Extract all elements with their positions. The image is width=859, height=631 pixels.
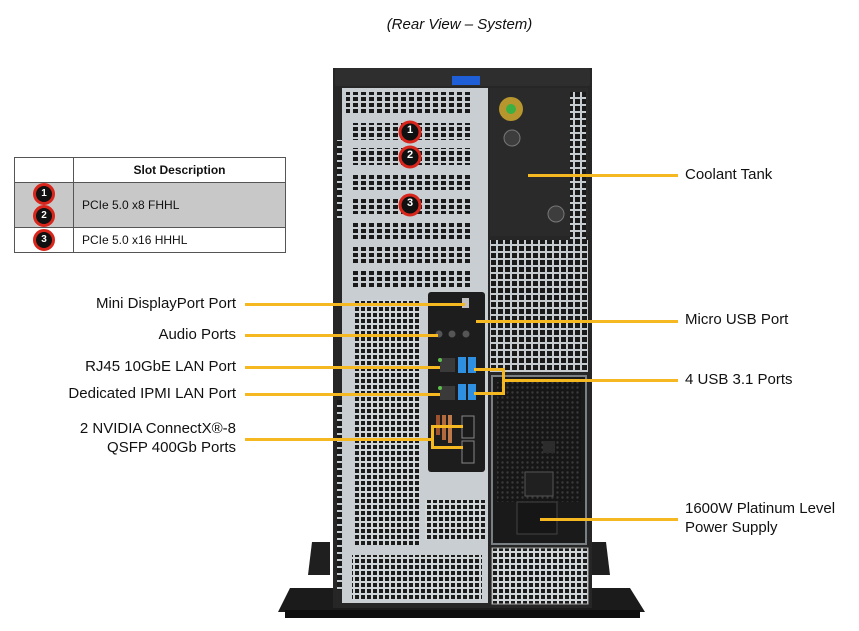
slot-description: PCIe 5.0 x16 HHHL [73, 227, 286, 253]
slot-badge-3: 3 [33, 229, 55, 251]
label-ipmi-lan: Dedicated IPMI LAN Port [68, 385, 236, 402]
leader-usb-bottom [474, 392, 504, 395]
leader-coolant-tank [528, 174, 678, 177]
label-mini-displayport: Mini DisplayPort Port [95, 295, 236, 312]
side-vent [355, 300, 420, 545]
label-coolant-tank: Coolant Tank [685, 166, 773, 183]
label-psu-line1: 1600W Platinum Level [685, 500, 836, 517]
leader-usb-top [474, 368, 504, 371]
diagram-title: (Rear View – System) [386, 16, 533, 33]
slot-marker-2 [398, 145, 422, 169]
rj45-port-icon [440, 358, 455, 372]
leader-rj45-lan [245, 366, 440, 369]
usb-port-icon [458, 357, 466, 373]
leader-mini-displayport [245, 303, 465, 306]
label-micro-usb: Micro USB Port [685, 311, 789, 328]
slot-badge-2: 2 [33, 205, 55, 227]
slot-badge-1: 1 [33, 183, 55, 205]
slot-marker-1 [398, 120, 422, 144]
leader-power-supply [540, 518, 678, 521]
label-usb-ports: 4 USB 3.1 Ports [685, 371, 793, 388]
pcie-slot-covers [352, 123, 470, 288]
release-latch-icon[interactable] [452, 76, 480, 85]
psu-vent [491, 547, 589, 605]
slot-marker-3-label: 3 [406, 197, 414, 209]
bracket-connectx [431, 425, 463, 449]
label-connectx-line2: QSFP 400Gb Ports [107, 439, 236, 456]
slot-description-table: Slot Description 12 PCIe 5.0 x8 FHHL 3 P… [14, 157, 286, 253]
leader-audio-ports [245, 334, 438, 337]
label-psu-line2: Power Supply [685, 519, 778, 536]
slot-marker-1-label: 1 [406, 124, 414, 136]
label-audio-ports: Audio Ports [158, 326, 236, 343]
table-header: Slot Description [73, 157, 286, 183]
mini-displayport-icon [462, 298, 469, 308]
label-connectx-line1: 2 NVIDIA ConnectX®-8 [79, 420, 236, 437]
table-header-row: Slot Description [14, 157, 286, 183]
table-row: 3 PCIe 5.0 x16 HHHL [14, 227, 286, 253]
slot-description: PCIe 5.0 x8 FHHL [73, 182, 286, 228]
ipmi-port-icon [440, 386, 455, 400]
slot-marker-2-label: 2 [406, 149, 414, 161]
leader-ipmi-lan [245, 393, 440, 396]
table-row: 12 PCIe 5.0 x8 FHHL [14, 182, 286, 228]
power-switch-icon[interactable] [524, 471, 554, 497]
leader-connectx [245, 438, 433, 441]
leader-usb [502, 379, 678, 382]
leader-micro-usb [476, 320, 678, 323]
slot-marker-3 [398, 193, 422, 217]
label-rj45-lan: RJ45 10GbE LAN Port [85, 358, 236, 375]
rear-vent [490, 240, 588, 372]
